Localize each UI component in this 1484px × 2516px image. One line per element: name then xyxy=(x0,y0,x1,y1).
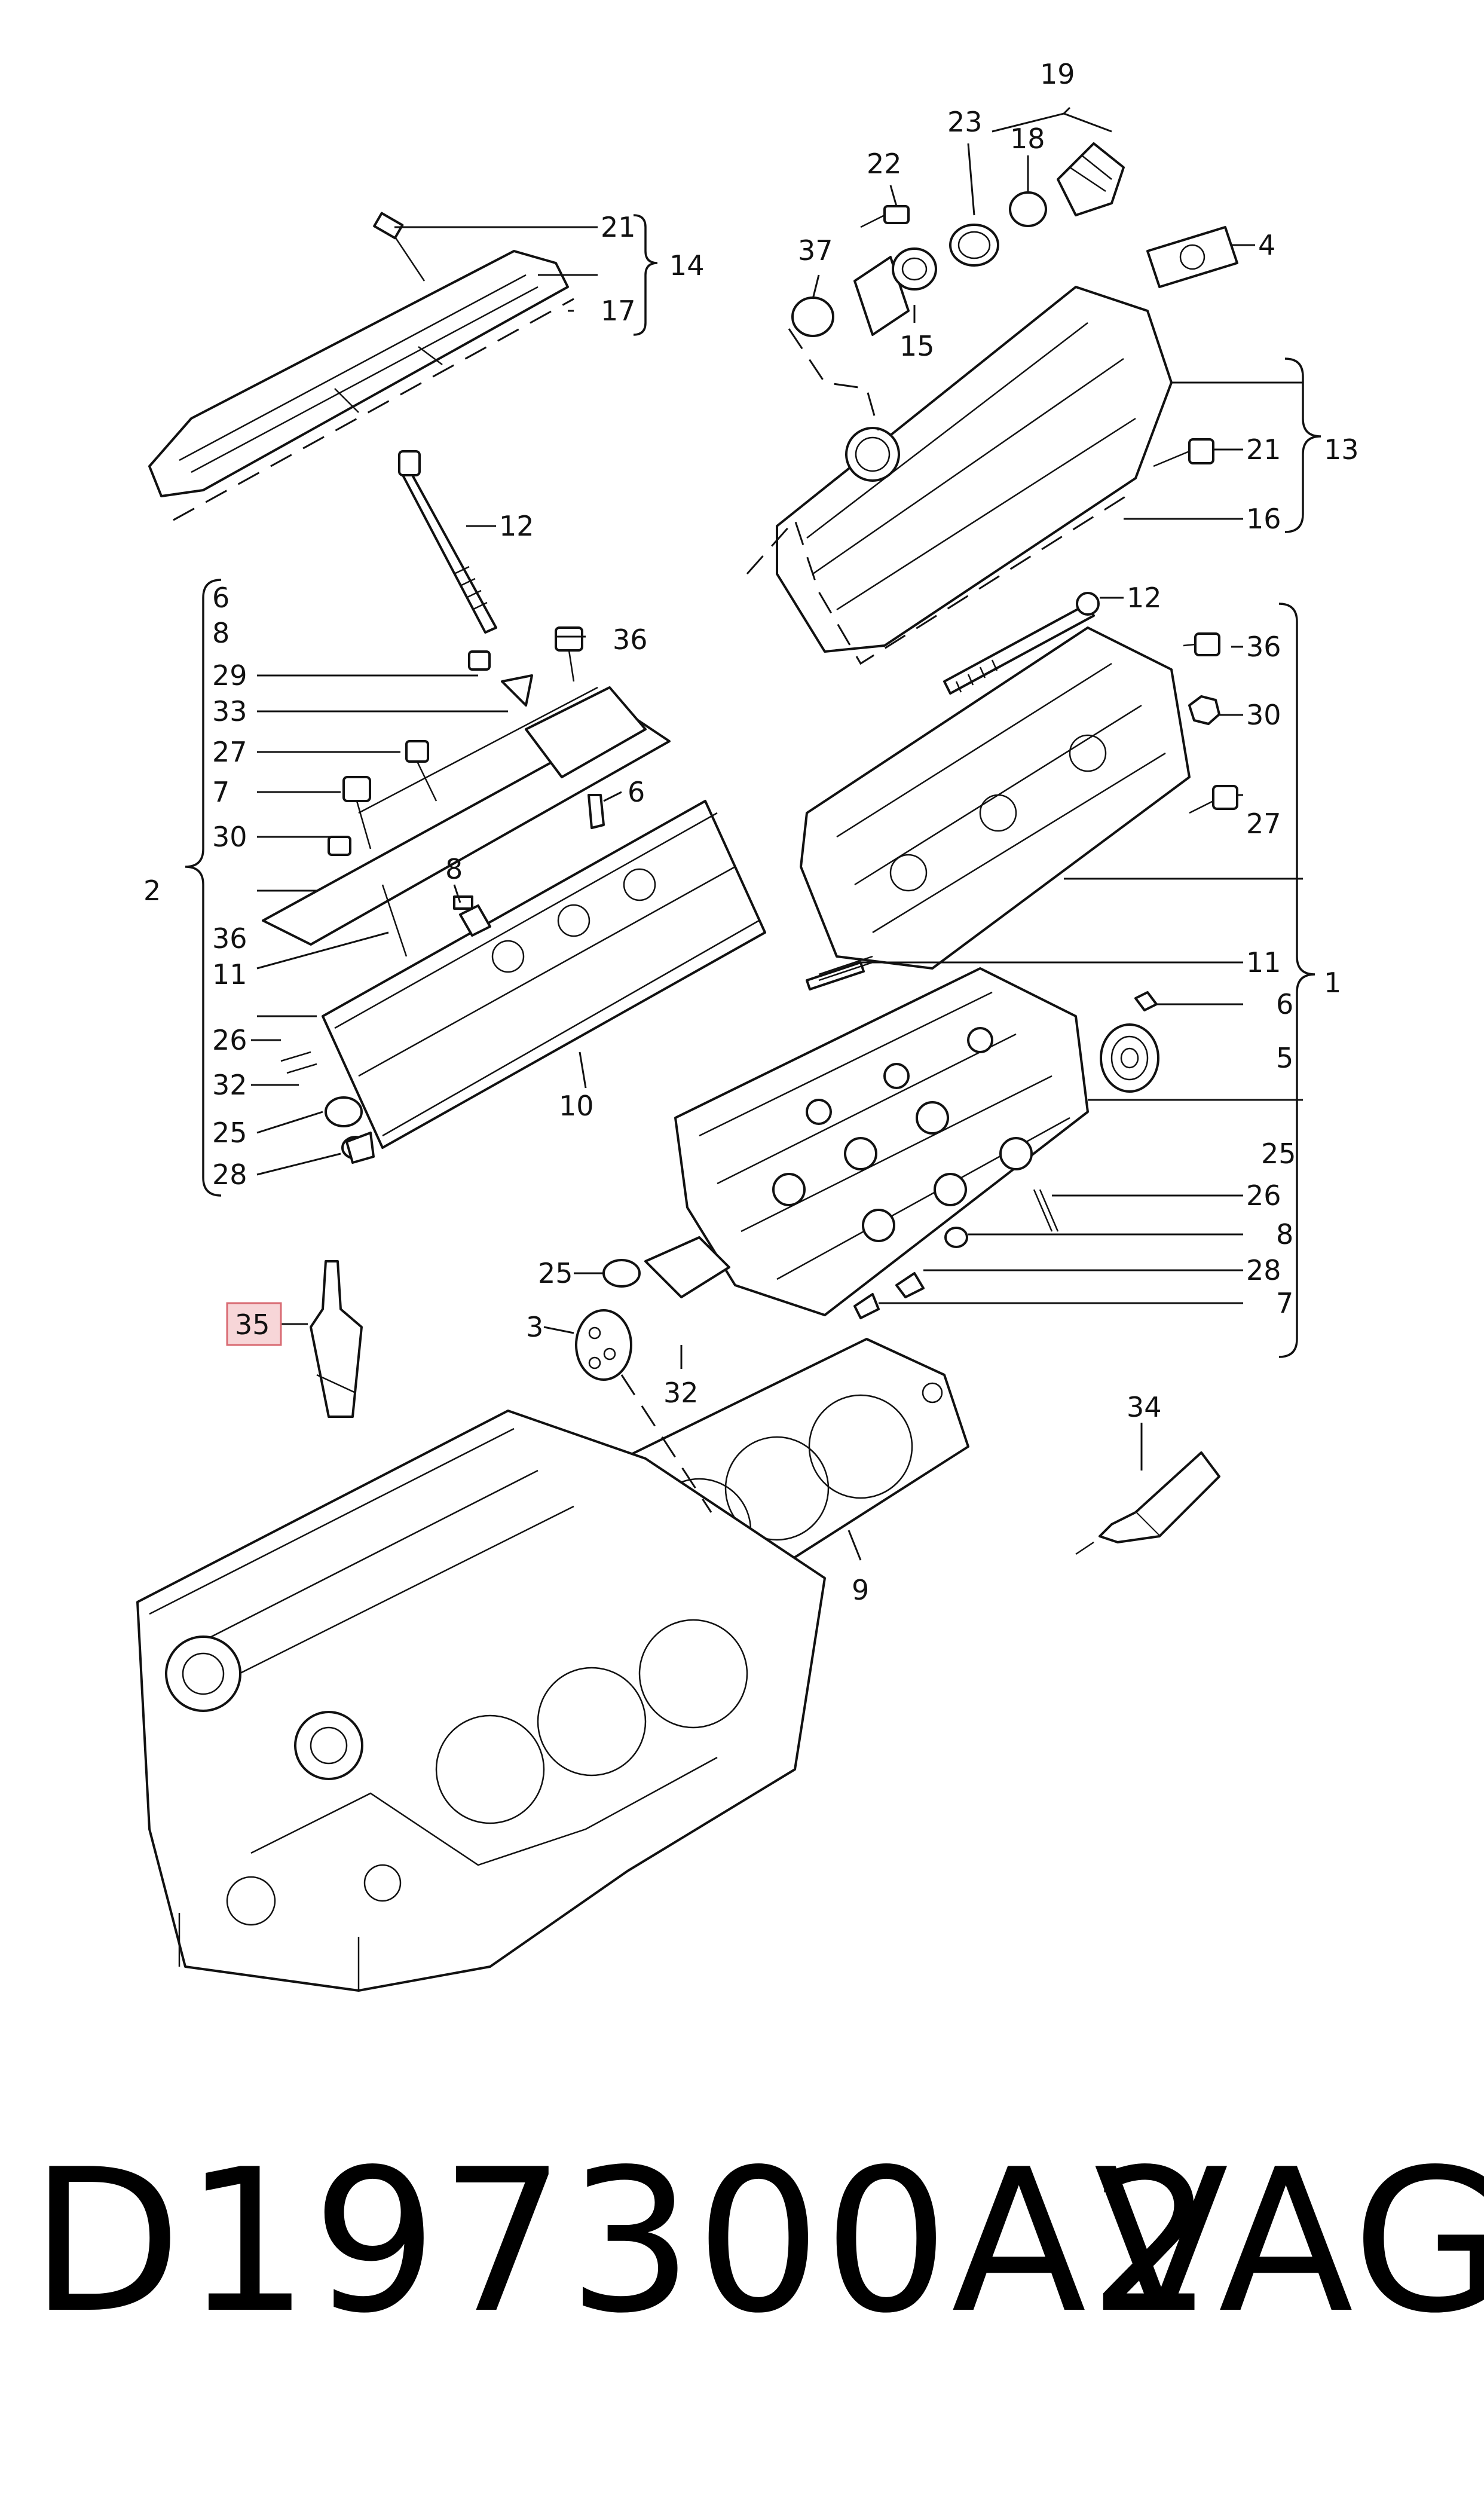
bearing-frame-right xyxy=(800,626,1191,970)
callout-11-right: 11 xyxy=(1246,946,1281,979)
callout-5: 5 xyxy=(1276,1042,1293,1074)
callout-32-left: 32 xyxy=(212,1069,247,1101)
callout-19: 19 xyxy=(1040,58,1075,90)
callout-35-highlight[interactable] xyxy=(226,1302,282,1346)
callout-6-left: 6 xyxy=(212,582,230,614)
small-bolts-left xyxy=(328,626,605,957)
callout-27-right: 27 xyxy=(1246,808,1281,840)
callout-8-left: 8 xyxy=(212,617,230,649)
callout-10: 10 xyxy=(559,1090,594,1122)
callout-2: 2 xyxy=(143,875,161,907)
callout-25-left: 25 xyxy=(212,1117,247,1149)
callout-7-left: 7 xyxy=(212,776,230,808)
callout-34: 34 xyxy=(1127,1391,1162,1423)
callout-7-right: 7 xyxy=(1276,1287,1293,1319)
right-valve-cover xyxy=(746,226,1238,665)
callout-15: 15 xyxy=(899,330,935,362)
callout-22: 22 xyxy=(867,148,902,180)
brand-name: VAG xyxy=(1094,2127,1484,2356)
callout-13: 13 xyxy=(1324,433,1359,466)
callout-26-right: 26 xyxy=(1246,1179,1281,1212)
callout-33: 33 xyxy=(212,695,247,727)
engine-block xyxy=(136,1410,826,1992)
callout-30-left: 30 xyxy=(212,821,247,853)
sealant-tube-35 xyxy=(310,1260,363,1418)
callout-6-mid: 6 xyxy=(628,776,645,808)
callout-1: 1 xyxy=(1324,967,1341,999)
callout-21-right: 21 xyxy=(1246,433,1281,466)
callout-18: 18 xyxy=(1010,123,1045,155)
part-number: D197300A2 xyxy=(30,2127,1217,2356)
callout-11-left: 11 xyxy=(212,958,247,990)
callout-36-upper: 36 xyxy=(613,623,648,656)
bolt-12-right xyxy=(943,592,1100,695)
callout-8-mid: 8 xyxy=(445,853,463,885)
callout-36-right: 36 xyxy=(1246,631,1281,663)
callout-26-left: 26 xyxy=(212,1024,247,1056)
oil-filler-parts xyxy=(788,142,1125,431)
callout-23: 23 xyxy=(947,106,983,138)
callout-14: 14 xyxy=(669,249,705,282)
callout-36-left: 36 xyxy=(212,922,247,955)
leader-lines xyxy=(185,106,1321,1561)
callout-16: 16 xyxy=(1246,503,1281,535)
callout-12-left: 12 xyxy=(499,510,534,542)
callout-28-left: 28 xyxy=(212,1158,247,1191)
callout-12-right: 12 xyxy=(1127,582,1162,614)
callout-35[interactable]: 35 xyxy=(235,1309,270,1341)
callout-32-mid: 32 xyxy=(663,1377,699,1409)
part-drawings xyxy=(136,142,1238,1992)
callout-4: 4 xyxy=(1258,229,1275,261)
bearing-frame-left xyxy=(262,686,766,1164)
callout-labels: 21 14 17 12 19 23 18 22 37 15 4 21 13 16… xyxy=(143,58,1359,1606)
callout-3: 3 xyxy=(526,1311,543,1343)
sprocket-and-wheel xyxy=(575,955,1159,1381)
callout-25-mid: 25 xyxy=(538,1257,573,1289)
bolt-12-left xyxy=(398,450,497,634)
footer: D197300A2 VAG xyxy=(0,2128,1484,2355)
callout-6-right: 6 xyxy=(1276,988,1293,1020)
callout-27-left: 27 xyxy=(212,736,247,768)
callout-21-top: 21 xyxy=(601,211,636,243)
callout-29: 29 xyxy=(212,659,247,692)
callout-28-right: 28 xyxy=(1246,1254,1281,1286)
callout-17: 17 xyxy=(601,295,636,327)
callout-30-right: 30 xyxy=(1246,699,1281,731)
callout-8-right: 8 xyxy=(1276,1218,1293,1251)
left-valve-cover xyxy=(148,212,574,521)
bolts-right xyxy=(1153,438,1238,814)
callout-9: 9 xyxy=(852,1574,869,1606)
callout-25-right: 25 xyxy=(1261,1138,1296,1170)
cylinder-head xyxy=(644,961,1158,1316)
sealant-tube-34 xyxy=(1075,1451,1220,1555)
callout-37: 37 xyxy=(798,234,833,267)
